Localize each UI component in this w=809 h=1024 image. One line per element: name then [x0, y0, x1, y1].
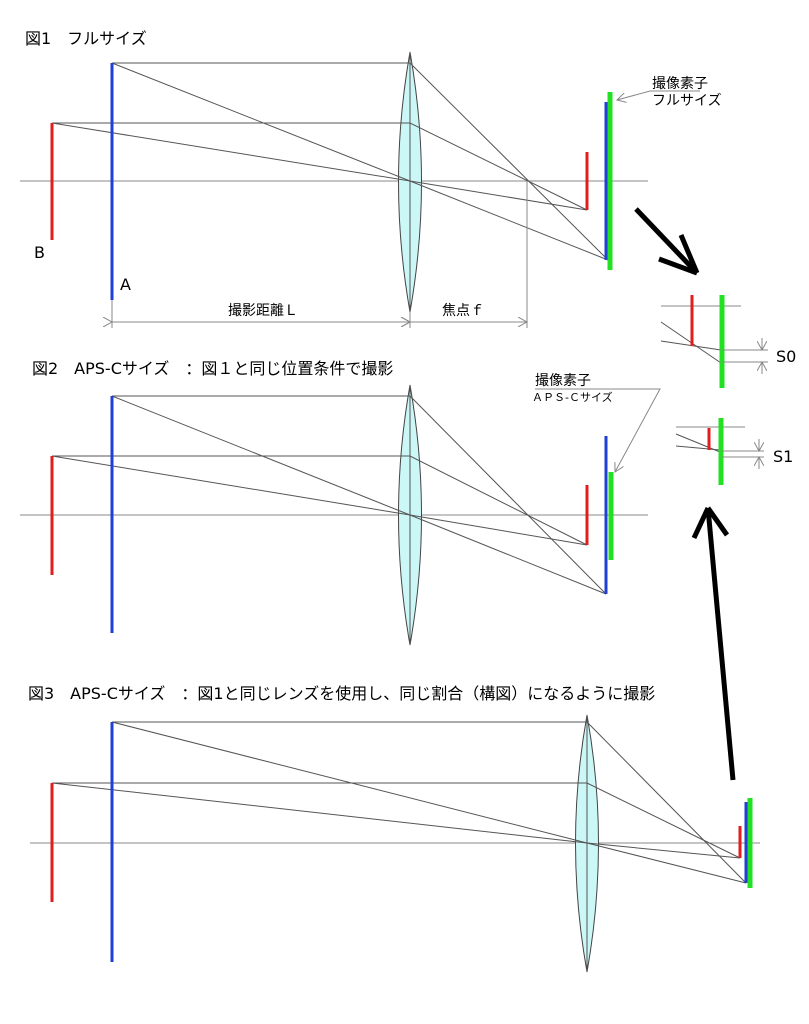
rays [51, 395, 607, 595]
figure-3-title: 図3 APS-Cサイズ ：図1と同じレンズを使用し、同じ割合（構図）になるように… [28, 684, 655, 703]
rays [51, 721, 747, 884]
big-arrow-fig3-to-inset [691, 506, 736, 781]
s0-label: S0 [776, 347, 796, 366]
s1-label: S1 [773, 447, 793, 466]
sensor-label-line1: 撮像素子 [652, 75, 708, 92]
dimension-lines [112, 181, 527, 328]
shooting-distance-label: 撮影距離Ｌ [228, 302, 298, 319]
label-a: A [120, 275, 131, 294]
figure-2: 図2 APS-Cサイズ ：図１と同じ位置条件で撮影 撮像素子 ＡＰＳ-Ｃサイズ [20, 359, 661, 646]
label-b: B [34, 243, 45, 262]
focal-length-label: 焦点ｆ [442, 303, 484, 319]
sensor-label-line1: 撮像素子 [535, 372, 591, 389]
inset-s1: S1 [675, 418, 793, 485]
sensor-label-line2: ＡＰＳ-Ｃサイズ [532, 390, 613, 404]
figure-3: 図3 APS-Cサイズ ：図1と同じレンズを使用し、同じ割合（構図）になるように… [28, 684, 760, 973]
sensor-label-line2: フルサイズ [652, 93, 722, 109]
rays [51, 62, 609, 261]
inset-s0: S0 [660, 295, 796, 388]
figure-1-title: 図1 フルサイズ [25, 29, 147, 48]
figure-1: 図1 フルサイズ B A 撮影距離Ｌ 焦点ｆ 撮像素子 フルサイズ [20, 29, 722, 328]
big-arrow-fig1-to-inset [634, 207, 700, 276]
figure-2-title: 図2 APS-Cサイズ ：図１と同じ位置条件で撮影 [32, 359, 393, 378]
